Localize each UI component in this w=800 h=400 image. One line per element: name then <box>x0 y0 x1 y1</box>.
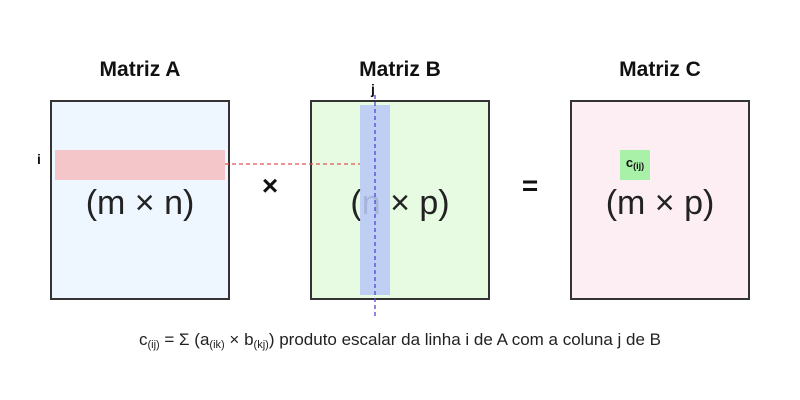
matrix-c-box: (m × p) <box>570 100 750 300</box>
element-cij-sub: (ij) <box>633 161 645 171</box>
formula-rest: ) produto escalar da linha i de A com a … <box>268 330 662 349</box>
formula-a-sub: (ik) <box>209 339 225 351</box>
matrix-a-title: Matriz A <box>99 58 181 81</box>
column-index-label: j <box>371 81 375 97</box>
element-cij-base: c <box>625 155 634 170</box>
formula-times-b: × b <box>224 330 254 349</box>
row-i-highlight <box>55 150 225 180</box>
row-index-label: i <box>37 151 41 167</box>
matrix-a-box: (m × n) <box>50 100 230 300</box>
multiply-operator: × <box>261 170 279 201</box>
formula-c: c <box>138 330 148 349</box>
formula-c-sub: (ij) <box>147 339 160 351</box>
formula-b-sub: (kj) <box>253 339 269 351</box>
equals-operator: = <box>521 170 539 201</box>
matrix-a-dims: (m × n) <box>85 184 195 222</box>
matrix-b-title: Matriz B <box>359 58 441 81</box>
element-cij-highlight: c(ij) <box>620 150 650 180</box>
formula-eq-sum: = Σ (a <box>159 330 210 349</box>
formula-caption: c(ij) = Σ (a(ik) × b(kj)) produto escala… <box>0 330 800 351</box>
matrix-c-dims: (m × p) <box>605 184 715 222</box>
matrix-c-title: Matriz C <box>619 58 701 81</box>
